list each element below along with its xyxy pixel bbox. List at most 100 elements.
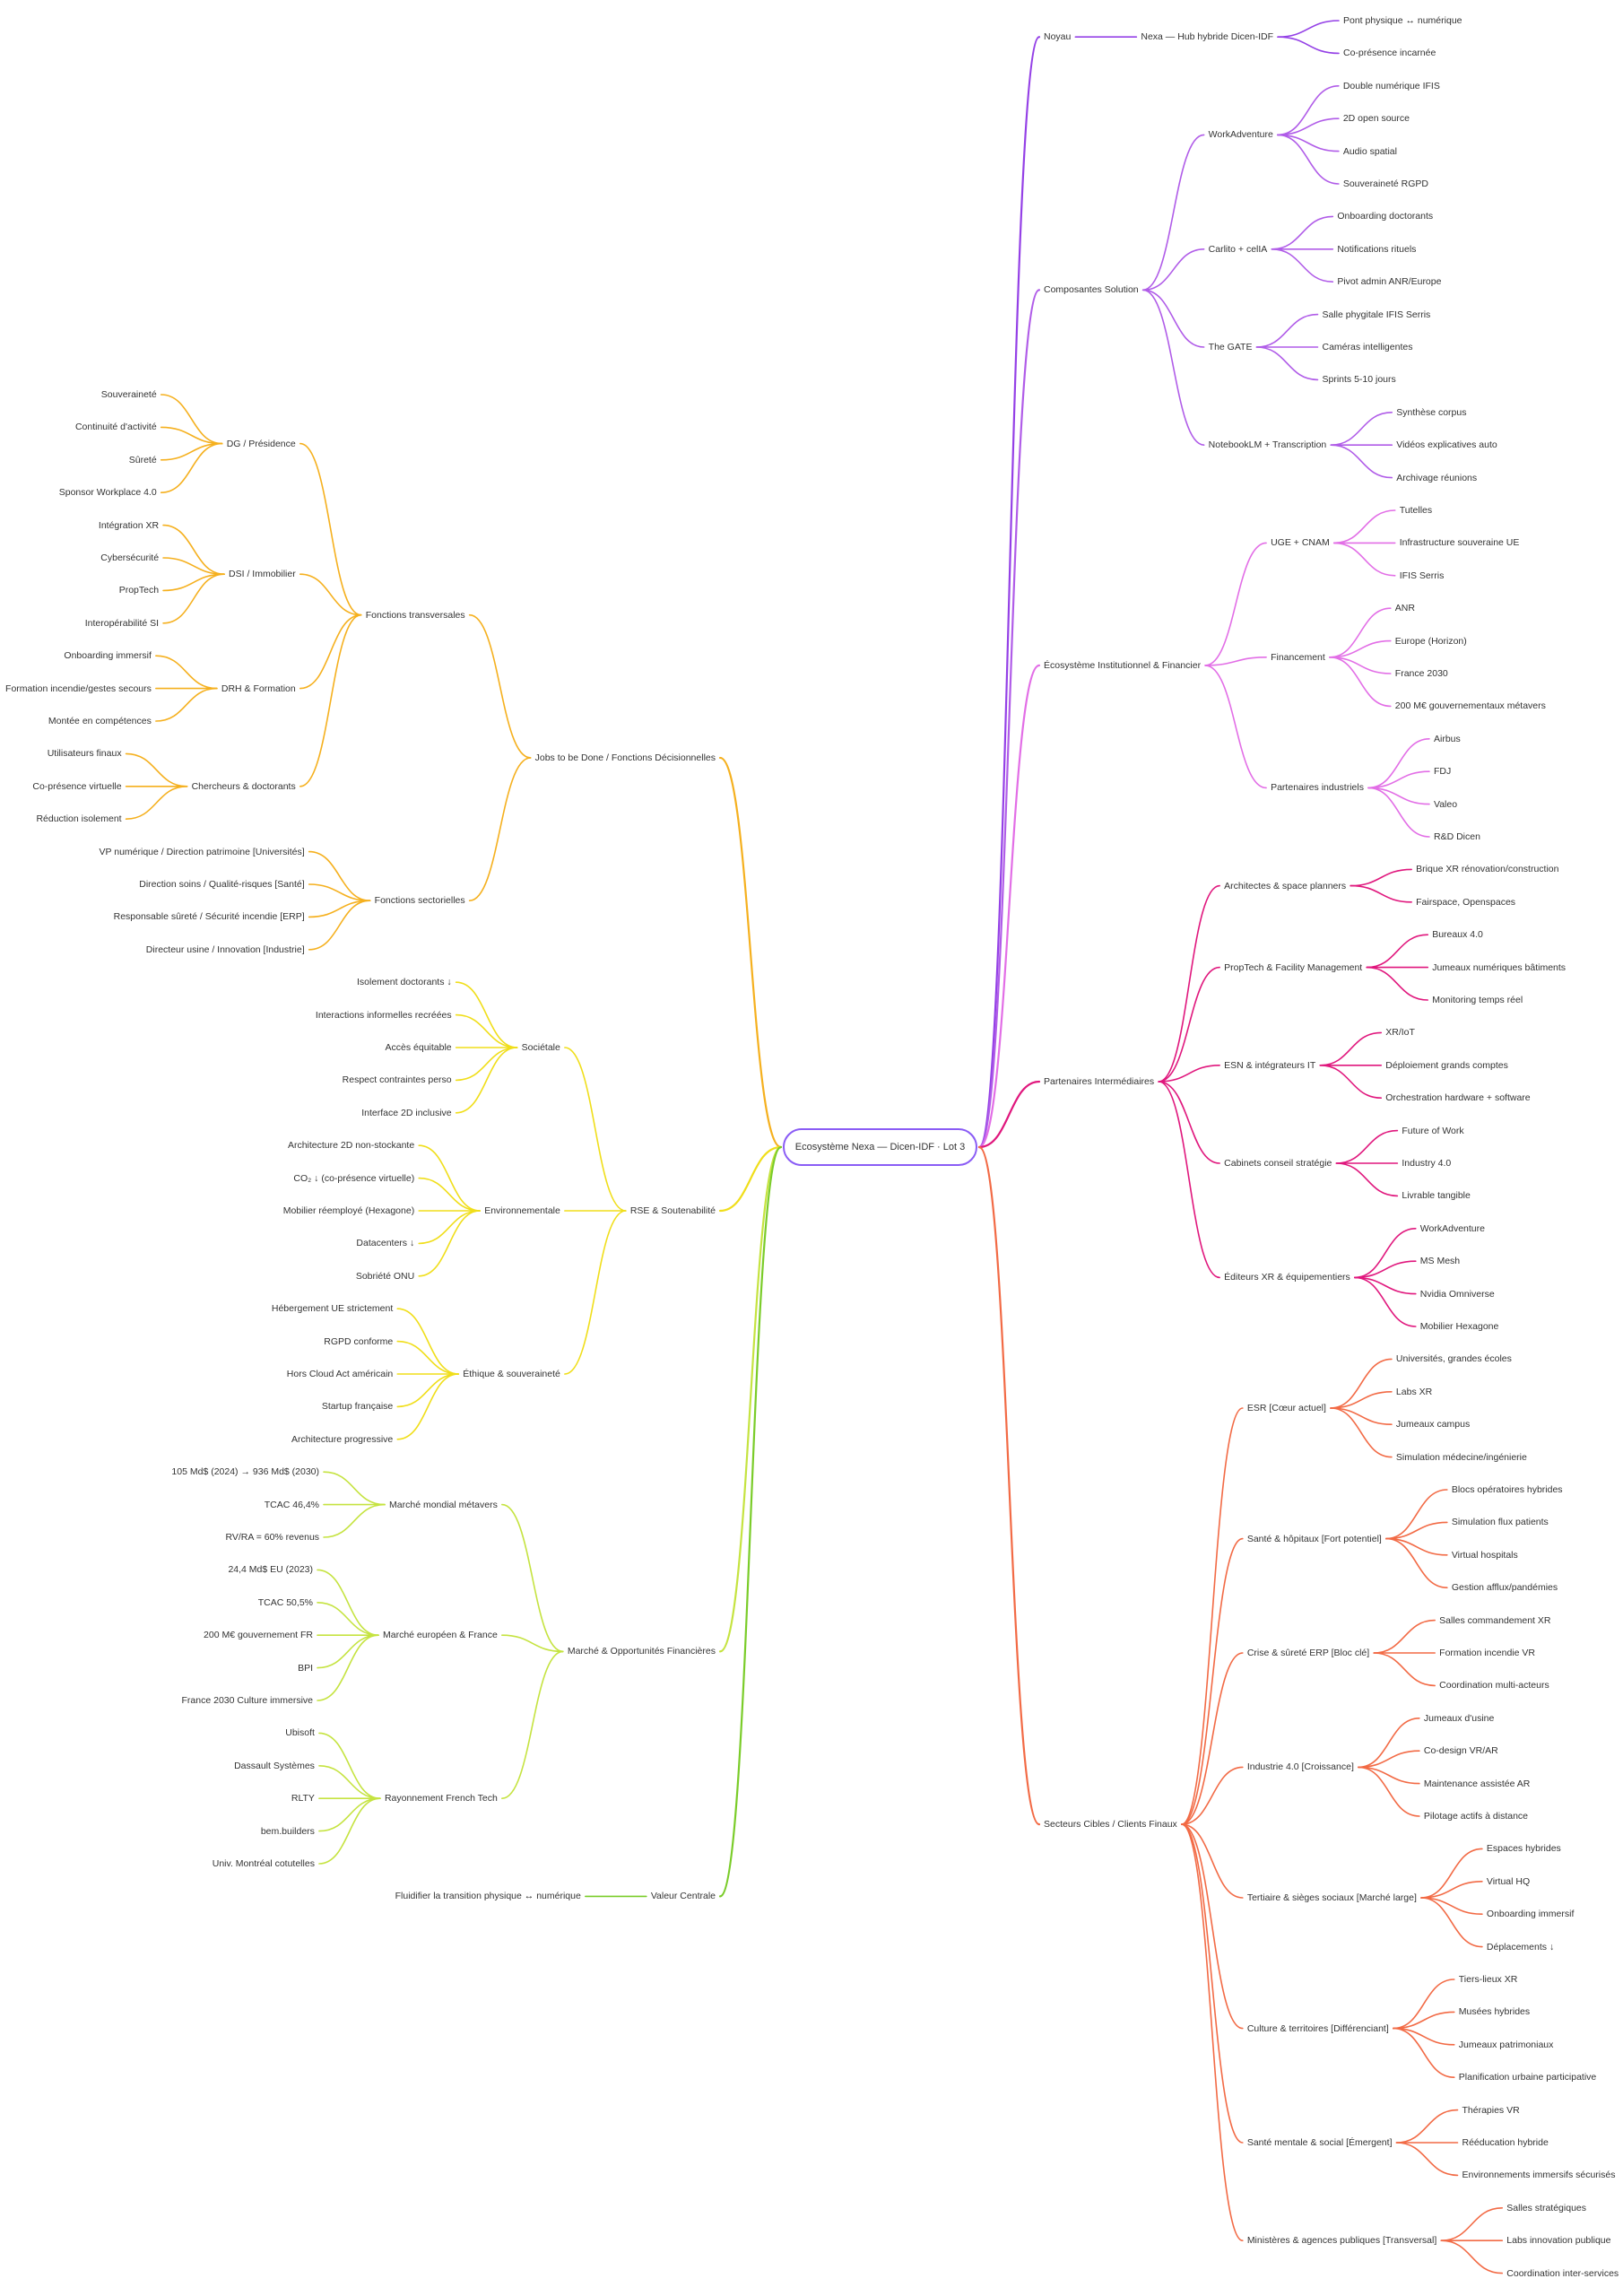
connector-line xyxy=(1181,1823,1244,2144)
connector-line xyxy=(718,1145,783,1898)
branch-node[interactable]: Carlito + celIA xyxy=(1208,243,1268,255)
leaf-node: Mobilier réemployé (Hexagone) xyxy=(282,1205,415,1216)
branch-node[interactable]: Écosystème Institutionnel & Financier xyxy=(1044,659,1202,671)
leaf-node: TCAC 46,4% xyxy=(264,1499,320,1510)
connector-line xyxy=(162,524,225,575)
connector-line xyxy=(1330,412,1393,446)
branch-node[interactable]: Financement xyxy=(1271,651,1325,663)
branch-node[interactable]: DSI / Immobilier xyxy=(229,569,296,580)
connector-line xyxy=(1204,657,1267,666)
connector-line xyxy=(317,1569,379,1636)
leaf-node: Jumeaux campus xyxy=(1395,1419,1471,1431)
branch-node[interactable]: Crise & sûreté ERP [Bloc clé] xyxy=(1246,1648,1370,1658)
leaf-node: Jumeaux numériques bâtiments xyxy=(1432,961,1567,973)
connector-line xyxy=(1255,346,1319,381)
branch-node[interactable]: ESR [Cœur actuel] xyxy=(1246,1403,1326,1413)
leaf-node: Direction soins / Qualité-risques [Santé… xyxy=(139,879,305,890)
branch-node[interactable]: Environnementale xyxy=(484,1205,560,1216)
leaf-node: XR/IoT xyxy=(1385,1027,1415,1039)
branch-node[interactable]: ESN & intégrateurs IT xyxy=(1224,1059,1316,1071)
leaf-node: 2D open source xyxy=(1342,113,1410,125)
connector-line xyxy=(318,1797,381,1832)
leaf-node: Co-design VR/AR xyxy=(1423,1745,1498,1757)
connector-line xyxy=(1367,738,1430,789)
branch-node[interactable]: Tertiaire & sièges sociaux [Marché large… xyxy=(1246,1892,1417,1903)
branch-node[interactable]: The GATE xyxy=(1208,342,1253,352)
branch-node[interactable]: Jobs to be Done / Fonctions Décisionnell… xyxy=(534,752,716,763)
connector-line xyxy=(1141,289,1205,446)
connector-line xyxy=(468,757,532,901)
leaf-node: Hébergement UE strictement xyxy=(271,1303,394,1315)
root-node[interactable]: Ecosystème Nexa — Dicen-IDF · Lot 3 xyxy=(783,1128,977,1166)
leaf-node: Synthèse corpus xyxy=(1396,406,1467,418)
branch-node[interactable]: Fonctions sectorielles xyxy=(374,895,465,907)
leaf-node: Europe (Horizon) xyxy=(1394,635,1467,647)
connector-line xyxy=(299,613,362,690)
branch-node[interactable]: Sociétale xyxy=(521,1042,560,1053)
branch-node[interactable]: Marché européen & France xyxy=(383,1630,498,1641)
leaf-node: Déplacements ↓ xyxy=(1486,1941,1555,1952)
leaf-node: Fluidifier la transition physique ↔ numé… xyxy=(395,1891,581,1902)
connector-line xyxy=(1158,884,1220,1083)
leaf-node: Nvidia Omniverse xyxy=(1419,1288,1495,1300)
leaf-node: Orchestration hardware + software xyxy=(1385,1092,1531,1104)
branch-node[interactable]: RSE & Soutenabilité xyxy=(629,1205,716,1216)
branch-node[interactable]: NotebookLM + Transcription xyxy=(1208,439,1327,451)
branch-node[interactable]: Rayonnement French Tech xyxy=(384,1793,498,1805)
branch-node[interactable]: Partenaires Intermédiaires xyxy=(1044,1076,1155,1087)
connector-line xyxy=(1277,117,1340,136)
branch-node[interactable]: Industrie 4.0 [Croissance] xyxy=(1246,1761,1354,1773)
branch-node[interactable]: Santé mentale & social [Émergent] xyxy=(1246,2137,1393,2148)
leaf-node: Industry 4.0 xyxy=(1402,1158,1452,1169)
branch-node[interactable]: Fonctions transversales xyxy=(365,609,465,621)
branch-node[interactable]: WorkAdventure xyxy=(1208,129,1273,141)
connector-line xyxy=(1332,542,1396,577)
branch-node[interactable]: DG / Présidence xyxy=(226,438,296,449)
connector-line xyxy=(1277,134,1340,152)
branch-node[interactable]: Nexa — Hub hybride Dicen-IDF xyxy=(1141,31,1273,43)
connector-line xyxy=(1373,1652,1436,1687)
branch-node[interactable]: Valeur Centrale xyxy=(650,1891,716,1902)
connector-line xyxy=(455,1047,518,1082)
branch-node[interactable]: Marché & Opportunités Financières xyxy=(567,1646,716,1657)
branch-node[interactable]: Ministères & agences publiques [Transver… xyxy=(1246,2235,1437,2247)
connector-line xyxy=(564,1047,627,1212)
branch-node[interactable]: Partenaires industriels xyxy=(1271,782,1364,794)
branch-node[interactable]: DRH & Formation xyxy=(221,683,296,694)
connector-line xyxy=(1354,1276,1417,1295)
branch-node[interactable]: Éthique & souveraineté xyxy=(463,1369,560,1379)
connector-line xyxy=(1354,1276,1417,1327)
branch-node[interactable]: Cabinets conseil stratégie xyxy=(1224,1158,1332,1169)
leaf-node: Sponsor Workplace 4.0 xyxy=(58,487,157,499)
connector-line xyxy=(1358,1750,1420,1769)
connector-line xyxy=(125,752,188,787)
branch-node[interactable]: Secteurs Cibles / Clients Finaux xyxy=(1044,1819,1177,1831)
leaf-node: Salle phygitale IFIS Serris xyxy=(1322,309,1431,320)
connector-line xyxy=(1354,1228,1417,1279)
branch-node[interactable]: Éditeurs XR & équipementiers xyxy=(1224,1272,1350,1283)
branch-node[interactable]: Marché mondial métavers xyxy=(389,1499,498,1510)
connector-line xyxy=(1385,1537,1448,1588)
leaf-node: BPI xyxy=(298,1662,313,1674)
leaf-node: Onboarding immersif xyxy=(1486,1909,1575,1920)
branch-node[interactable]: Composantes Solution xyxy=(1044,284,1139,296)
branch-node[interactable]: Noyau xyxy=(1044,31,1072,43)
leaf-node: Utilisateurs finaux xyxy=(47,748,122,760)
connector-line xyxy=(1204,665,1267,789)
branch-node[interactable]: Santé & hôpitaux [Fort potentiel] xyxy=(1246,1533,1382,1544)
branch-node[interactable]: PropTech & Facility Management xyxy=(1224,961,1363,973)
branch-node[interactable]: Culture & territoires [Différenciant] xyxy=(1246,2022,1389,2034)
branch-node[interactable]: Chercheurs & doctorants xyxy=(191,780,296,792)
connector-line xyxy=(1181,1823,1244,2030)
connector-line xyxy=(1420,1897,1483,1948)
branch-node[interactable]: Architectes & space planners xyxy=(1224,880,1347,891)
branch-node[interactable]: UGE + CNAM xyxy=(1271,537,1330,549)
connector-line xyxy=(1358,1766,1420,1785)
leaf-node: Jumeaux patrimoniaux xyxy=(1458,2039,1554,2050)
connector-line xyxy=(1329,639,1392,658)
leaf-node: Architecture progressive xyxy=(291,1433,394,1445)
connector-line xyxy=(1335,1162,1399,1197)
leaf-node: Intégration XR xyxy=(98,519,160,531)
leaf-node: Salles commandement XR xyxy=(1439,1614,1551,1626)
connector-line xyxy=(1329,657,1392,674)
